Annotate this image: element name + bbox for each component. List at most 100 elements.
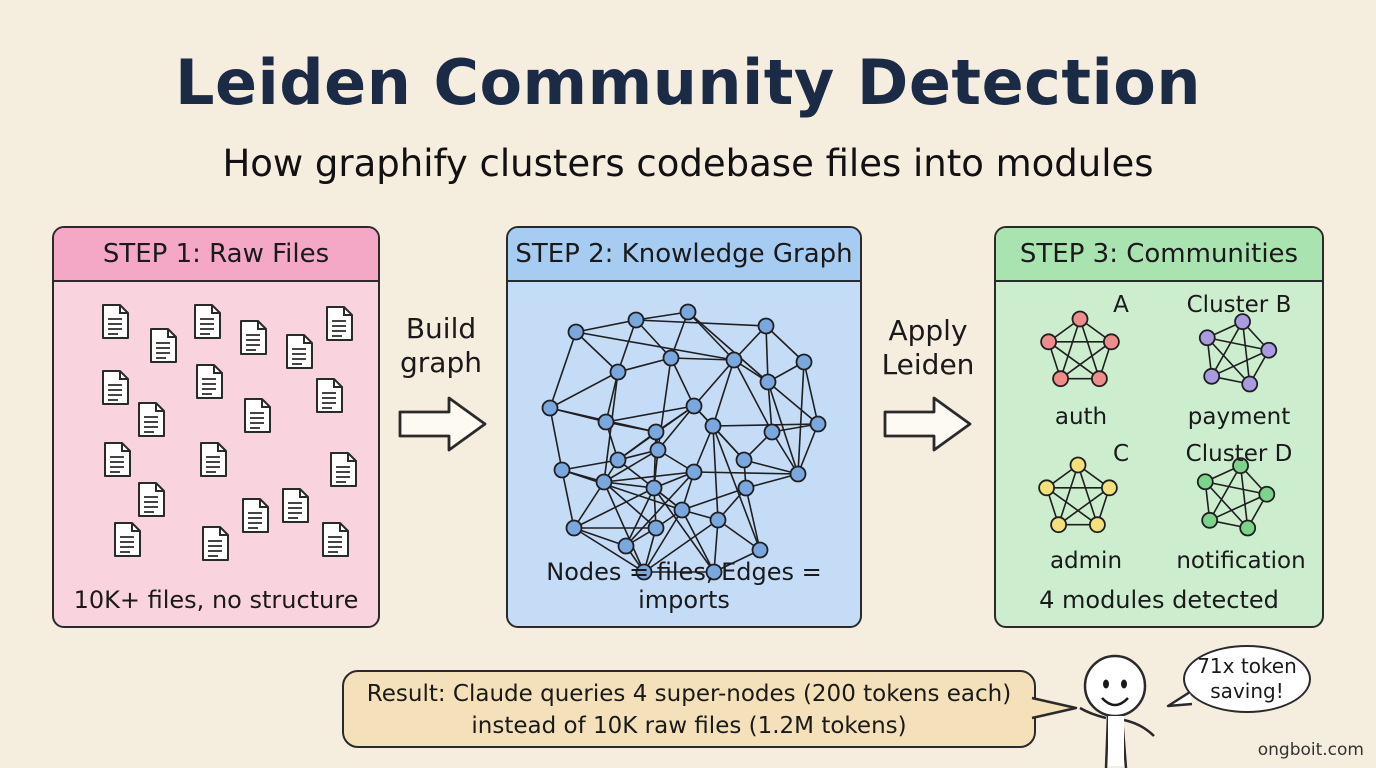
arrow-right-icon	[398, 396, 487, 452]
community-edge	[1239, 465, 1249, 529]
community-cluster	[1198, 313, 1278, 393]
cluster-b-module: payment	[1187, 404, 1291, 430]
step-2-footer: Nodes = files, Edges = imports	[546, 558, 822, 614]
arrow-right-icon	[883, 396, 972, 452]
page-title: Leiden Community Detection	[174, 46, 1201, 119]
graph-edge	[635, 311, 689, 321]
community-edge	[1077, 464, 1099, 525]
community-node	[1201, 511, 1219, 529]
graph-edge	[767, 381, 819, 425]
community-edge	[1207, 336, 1269, 352]
community-node	[1239, 519, 1257, 537]
graph-edge	[712, 423, 819, 427]
graph-edge	[717, 519, 761, 551]
arrow-2-line-2: Leiden	[881, 348, 975, 381]
step-1-panel: STEP 1: Raw Files 10K+ files, no structu…	[52, 226, 380, 628]
community-node	[1071, 310, 1089, 328]
result-line-1: Result: Claude queries 4 super-nodes (20…	[366, 681, 1012, 707]
graph-edge	[617, 357, 672, 373]
file-icon	[244, 398, 271, 433]
graph-edge	[573, 527, 645, 573]
community-node	[1100, 479, 1118, 497]
graph-edge	[765, 325, 805, 363]
graph-edge	[743, 459, 799, 475]
community-edge	[1211, 349, 1270, 378]
graph-node	[759, 373, 777, 391]
arrow-2-line-1: Apply	[888, 314, 968, 347]
callout-tail	[1030, 696, 1078, 720]
graph-node	[751, 541, 769, 559]
file-icon	[200, 442, 227, 477]
graph-node	[725, 351, 743, 369]
graph-edge	[733, 359, 773, 433]
graph-edge	[670, 357, 695, 407]
credit-text: ongboit.com	[1257, 740, 1364, 760]
graph-edge	[625, 471, 695, 547]
community-edge	[1209, 493, 1268, 522]
file-icon	[114, 522, 141, 557]
community-node	[1050, 516, 1068, 534]
step-2-header: STEP 2: Knowledge Graph	[508, 228, 860, 282]
arrow-1-line-2: graph	[400, 346, 482, 379]
graph-node	[553, 461, 571, 479]
graph-edge	[693, 471, 799, 475]
graph-edge	[745, 487, 761, 551]
community-node	[1258, 485, 1276, 503]
knowledge-graph	[541, 303, 827, 581]
community-edge	[1059, 318, 1081, 379]
communities-area	[1038, 310, 1278, 537]
graph-node	[673, 501, 691, 519]
file-icon	[138, 402, 165, 437]
graph-node	[757, 317, 775, 335]
graph-node	[809, 415, 827, 433]
file-icon	[242, 498, 269, 533]
file-icon	[316, 378, 343, 413]
community-edge	[1058, 487, 1110, 526]
graph-edge	[765, 325, 769, 383]
graph-edge	[573, 527, 627, 547]
graph-edge	[603, 481, 645, 573]
graph-edge	[693, 359, 735, 407]
graph-edge	[643, 509, 683, 573]
result-callout: Result: Claude queries 4 super-nodes (20…	[342, 670, 1036, 748]
graph-edge	[605, 421, 657, 433]
stick-figure-icon	[1079, 654, 1155, 768]
file-icon	[196, 364, 223, 399]
graph-edge	[575, 319, 637, 333]
community-node	[1232, 457, 1249, 475]
community-edge	[1048, 341, 1100, 380]
graph-edge	[687, 311, 735, 361]
graph-node	[635, 563, 653, 581]
step-1-header: STEP 1: Raw Files	[54, 228, 378, 282]
community-edge	[1057, 464, 1079, 525]
community-cluster	[1038, 456, 1118, 534]
community-cluster	[1040, 310, 1120, 388]
graph-edge	[561, 469, 575, 529]
graph-edge	[803, 361, 819, 425]
graph-node	[649, 441, 667, 459]
graph-node	[679, 303, 697, 321]
graph-node	[617, 537, 635, 555]
graph-edge	[745, 473, 799, 489]
community-node	[1234, 313, 1251, 331]
community-node	[1038, 479, 1056, 497]
graph-edge	[575, 331, 735, 361]
result-line-2: instead of 10K raw files (1.2M tokens)	[471, 713, 907, 739]
file-icon	[240, 320, 267, 355]
community-edge	[1208, 465, 1242, 521]
community-edge	[1206, 337, 1251, 385]
file-icon	[202, 526, 229, 561]
community-node	[1203, 367, 1221, 385]
file-icon	[330, 452, 357, 487]
graph-edge	[575, 331, 619, 373]
graph-edge	[549, 331, 577, 409]
arrow-1-line-1: Build	[405, 312, 477, 345]
file-icon	[102, 304, 129, 339]
graph-edge	[605, 371, 619, 423]
graph-edge	[713, 549, 761, 573]
graph-node	[705, 563, 723, 581]
graph-edge	[712, 425, 761, 551]
community-edge	[1241, 321, 1251, 385]
graph-node	[647, 519, 665, 537]
graph-edge	[605, 405, 695, 423]
